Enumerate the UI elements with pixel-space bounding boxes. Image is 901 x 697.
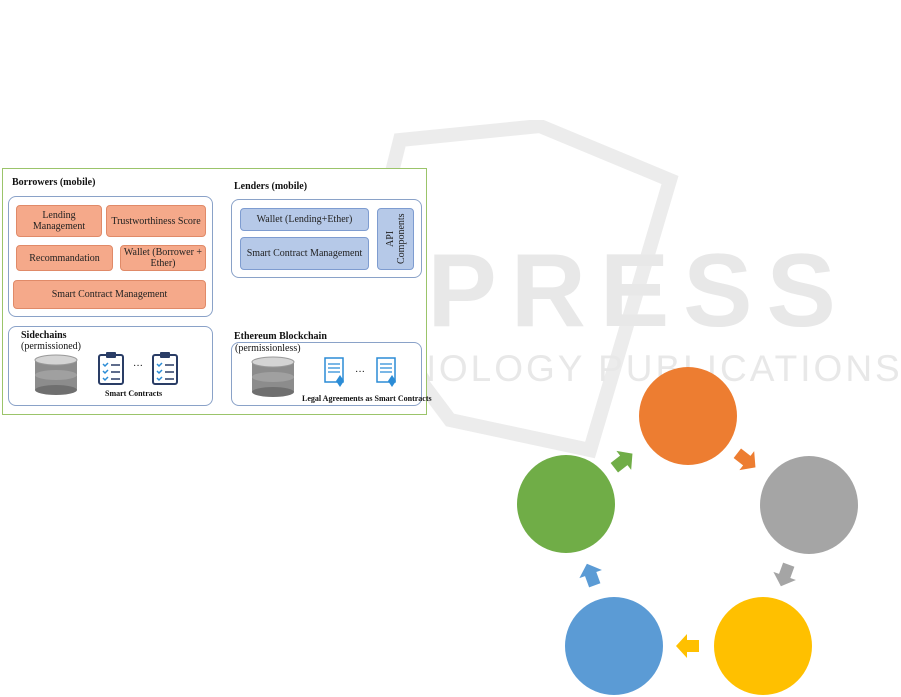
lenders-title: Lenders (mobile)	[234, 181, 308, 192]
ellipsis-text: ···	[133, 361, 143, 372]
arrow-green-to-orange	[606, 444, 640, 478]
legal-contract-icon	[376, 357, 396, 387]
sidechains-panel: Sidechains (permissioned) ··· Smart Cont…	[8, 326, 213, 406]
ethereum-title: Ethereum Blockchain	[234, 331, 327, 342]
recommendation-box: Recommandation	[16, 245, 113, 271]
borrower-wallet-box: Wallet (Borrower + Ether)	[120, 245, 206, 271]
smart-contract-icon	[152, 352, 178, 385]
arrow-blue-to-green	[575, 559, 607, 590]
lender-wallet-box: Wallet (Lending+Ether)	[240, 208, 369, 231]
cycle-node-gray	[760, 456, 858, 554]
ethereum-subtitle: (permissionless)	[235, 343, 301, 354]
api-components-label: API Components	[384, 213, 407, 265]
lending-management-box: Lending Management	[16, 205, 102, 237]
cycle-node-yellow	[714, 597, 812, 695]
ethereum-panel: (permissionless) ··· Legal Agreements as…	[231, 342, 432, 406]
sidechains-caption: Smart Contracts	[105, 389, 163, 398]
borrowers-title: Borrowers (mobile)	[12, 177, 96, 188]
arrow-yellow-to-blue	[676, 634, 699, 658]
cycle-node-orange	[639, 367, 737, 465]
trustworthiness-score-box: Trustworthiness Score	[106, 205, 206, 237]
database-icon	[34, 354, 78, 395]
legal-contract-icon	[324, 357, 344, 387]
lender-smart-contract-box: Smart Contract Management	[240, 237, 369, 270]
ethereum-caption: Legal Agreements as Smart Contracts	[302, 394, 432, 403]
api-components-box: API Components	[377, 208, 414, 270]
arrow-orange-to-gray	[729, 443, 763, 477]
borrower-smart-contract-box: Smart Contract Management	[13, 280, 206, 309]
smart-contract-icon	[98, 352, 124, 385]
ellipsis-text: ···	[355, 367, 365, 378]
cycle-node-blue	[565, 597, 663, 695]
architecture-diagram: Borrowers (mobile) Lending Management Tr…	[2, 168, 432, 415]
arrow-gray-to-yellow	[769, 560, 801, 591]
borrowers-panel: Lending Management Trustworthiness Score…	[8, 196, 213, 317]
sidechains-subtitle: (permissioned)	[21, 341, 81, 352]
database-icon	[251, 356, 295, 397]
lenders-panel: Wallet (Lending+Ether) Smart Contract Ma…	[231, 199, 422, 278]
sidechains-title: Sidechains	[21, 330, 67, 341]
cycle-node-green	[517, 455, 615, 553]
